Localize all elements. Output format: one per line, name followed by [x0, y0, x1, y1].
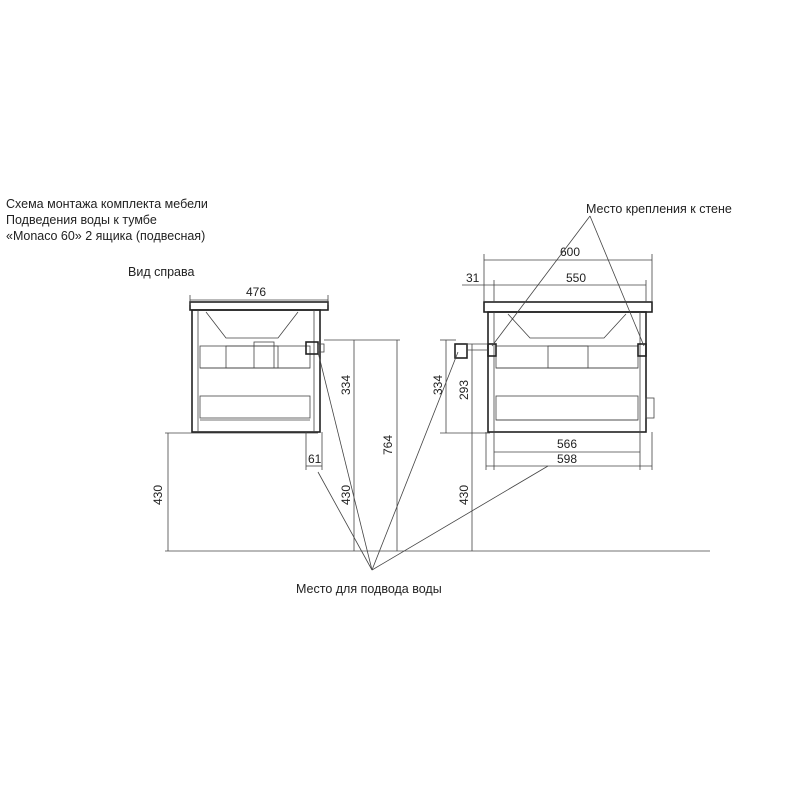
dim-front-width-bottom: 598	[557, 452, 577, 466]
title-line-2: Подведения воды к тумбе	[6, 213, 157, 227]
dim-front-width-inner: 550	[566, 271, 586, 285]
dim-front-offset: 31	[466, 271, 480, 285]
title-line-3: «Monaco 60» 2 ящика (подвесная)	[6, 229, 205, 243]
water-supply-label: Место для подвода воды	[296, 582, 442, 596]
dim-side-width: 476	[246, 285, 266, 299]
wall-mount-label: Место крепления к стене	[586, 202, 732, 216]
dim-side-offset: 61	[308, 452, 322, 466]
title-line-1: Схема монтажа комплекта мебели	[6, 197, 208, 211]
dim-water-height-b: 430	[457, 485, 471, 505]
dim-body-height-b: 334	[431, 375, 445, 395]
side-view-label: Вид справа	[128, 265, 195, 279]
dim-front-width-bottom-inner: 566	[557, 437, 577, 451]
dim-total-height: 764	[381, 435, 395, 455]
water-supply-leaders	[317, 351, 549, 571]
wall-mount-leaders	[491, 215, 645, 347]
dim-body-height-a: 334	[339, 375, 353, 395]
dim-water-height-a: 430	[339, 485, 353, 505]
dim-front-height: 293	[457, 380, 471, 400]
side-view-cabinet	[189, 301, 329, 433]
front-view-cabinet	[454, 301, 655, 433]
dim-left-height: 430	[151, 485, 165, 505]
